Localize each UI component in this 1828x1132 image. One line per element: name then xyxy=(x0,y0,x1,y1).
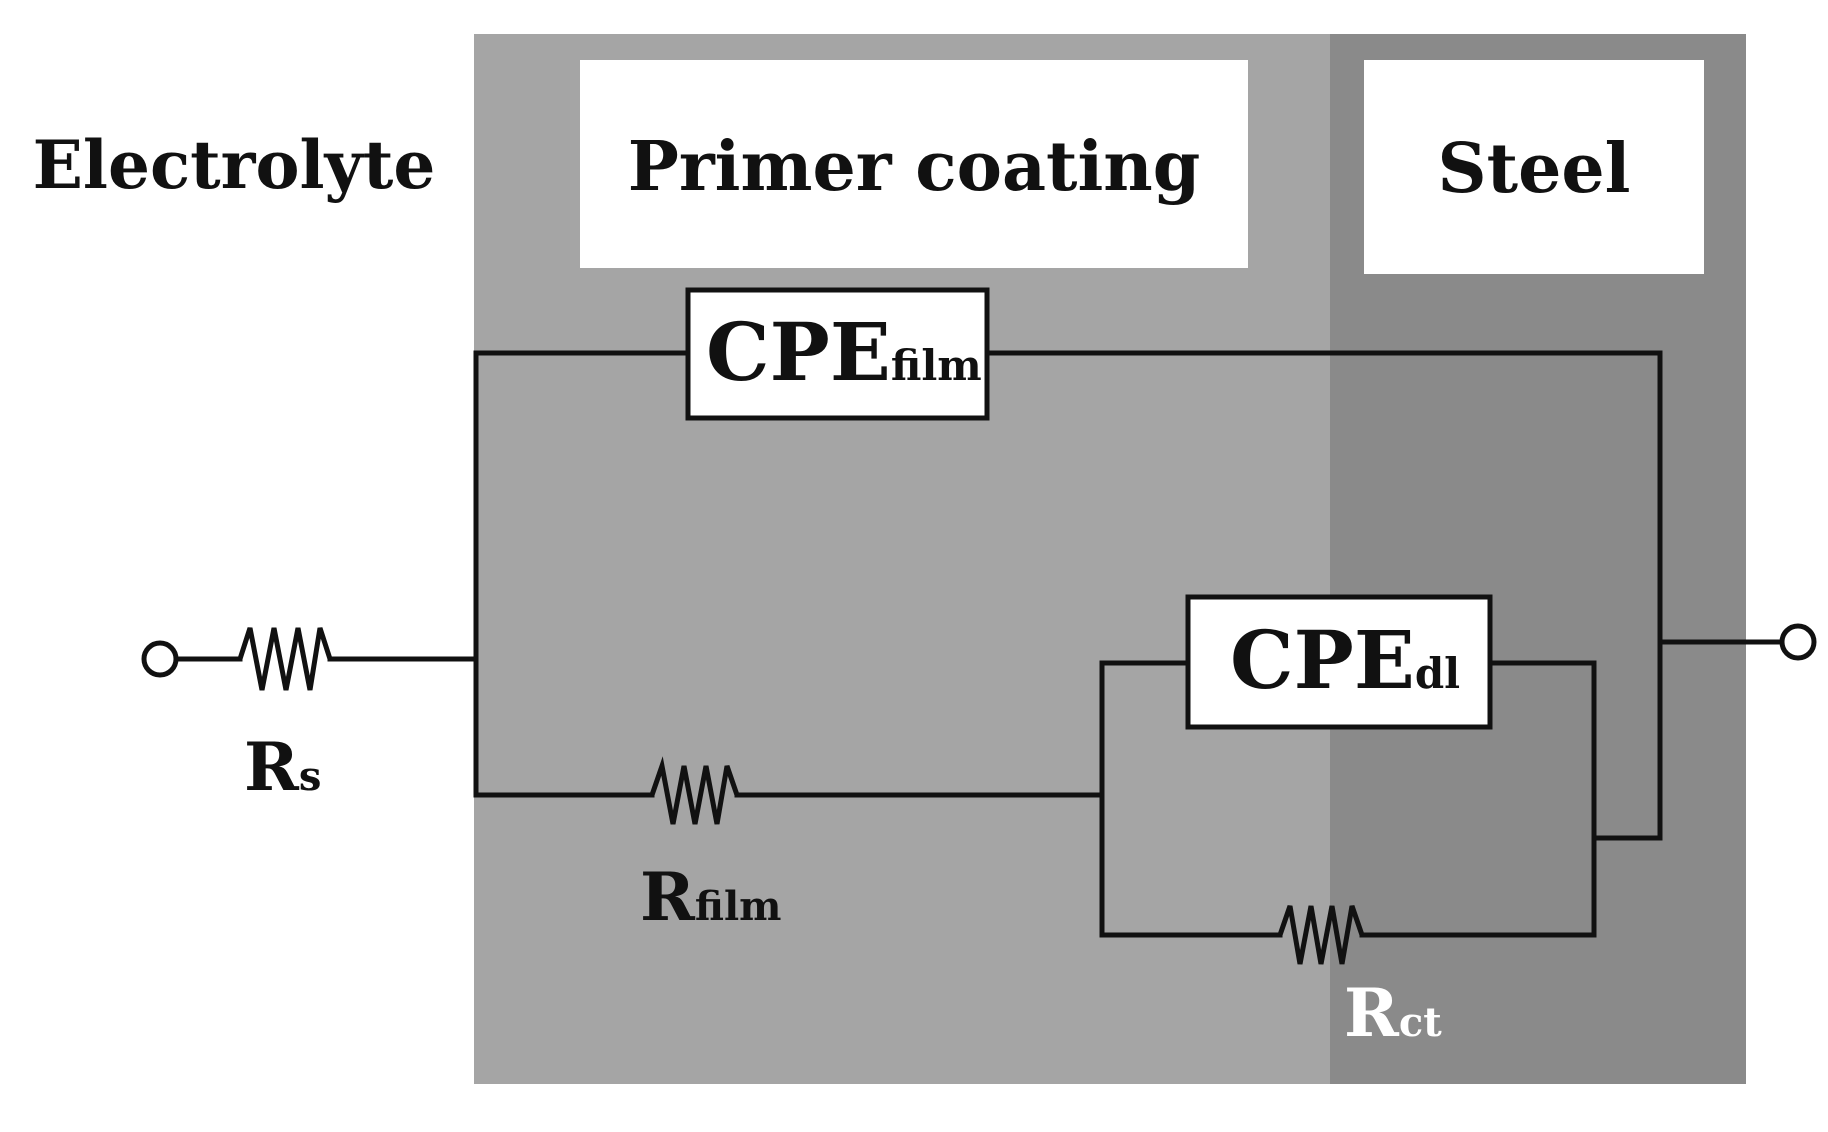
primer-coating-label-box xyxy=(580,60,1248,268)
cpe-dl-label: CPEdl xyxy=(1230,613,1460,707)
right-terminal xyxy=(1779,623,1817,661)
cpe-dl-box xyxy=(1185,594,1493,730)
cpe-film-label: CPEfilm xyxy=(706,305,982,399)
resistor-rs-symbol xyxy=(237,627,333,691)
steel-label-box xyxy=(1364,60,1704,274)
r-s-label: Rs xyxy=(244,728,321,806)
electrolyte-label: Electrolyte xyxy=(33,126,436,204)
primer-coating-label: Primer coating xyxy=(628,127,1201,207)
steel-label: Steel xyxy=(1438,129,1631,209)
r-film-label: Rfilm xyxy=(640,858,781,936)
r-ct-label: Rct xyxy=(1344,974,1442,1052)
left-terminal xyxy=(141,640,179,678)
circuit-wires xyxy=(175,350,1783,938)
cpe-film-box xyxy=(685,287,990,421)
resistor-rct-symbol xyxy=(1277,905,1365,965)
resistor-rfilm-symbol xyxy=(649,756,740,825)
